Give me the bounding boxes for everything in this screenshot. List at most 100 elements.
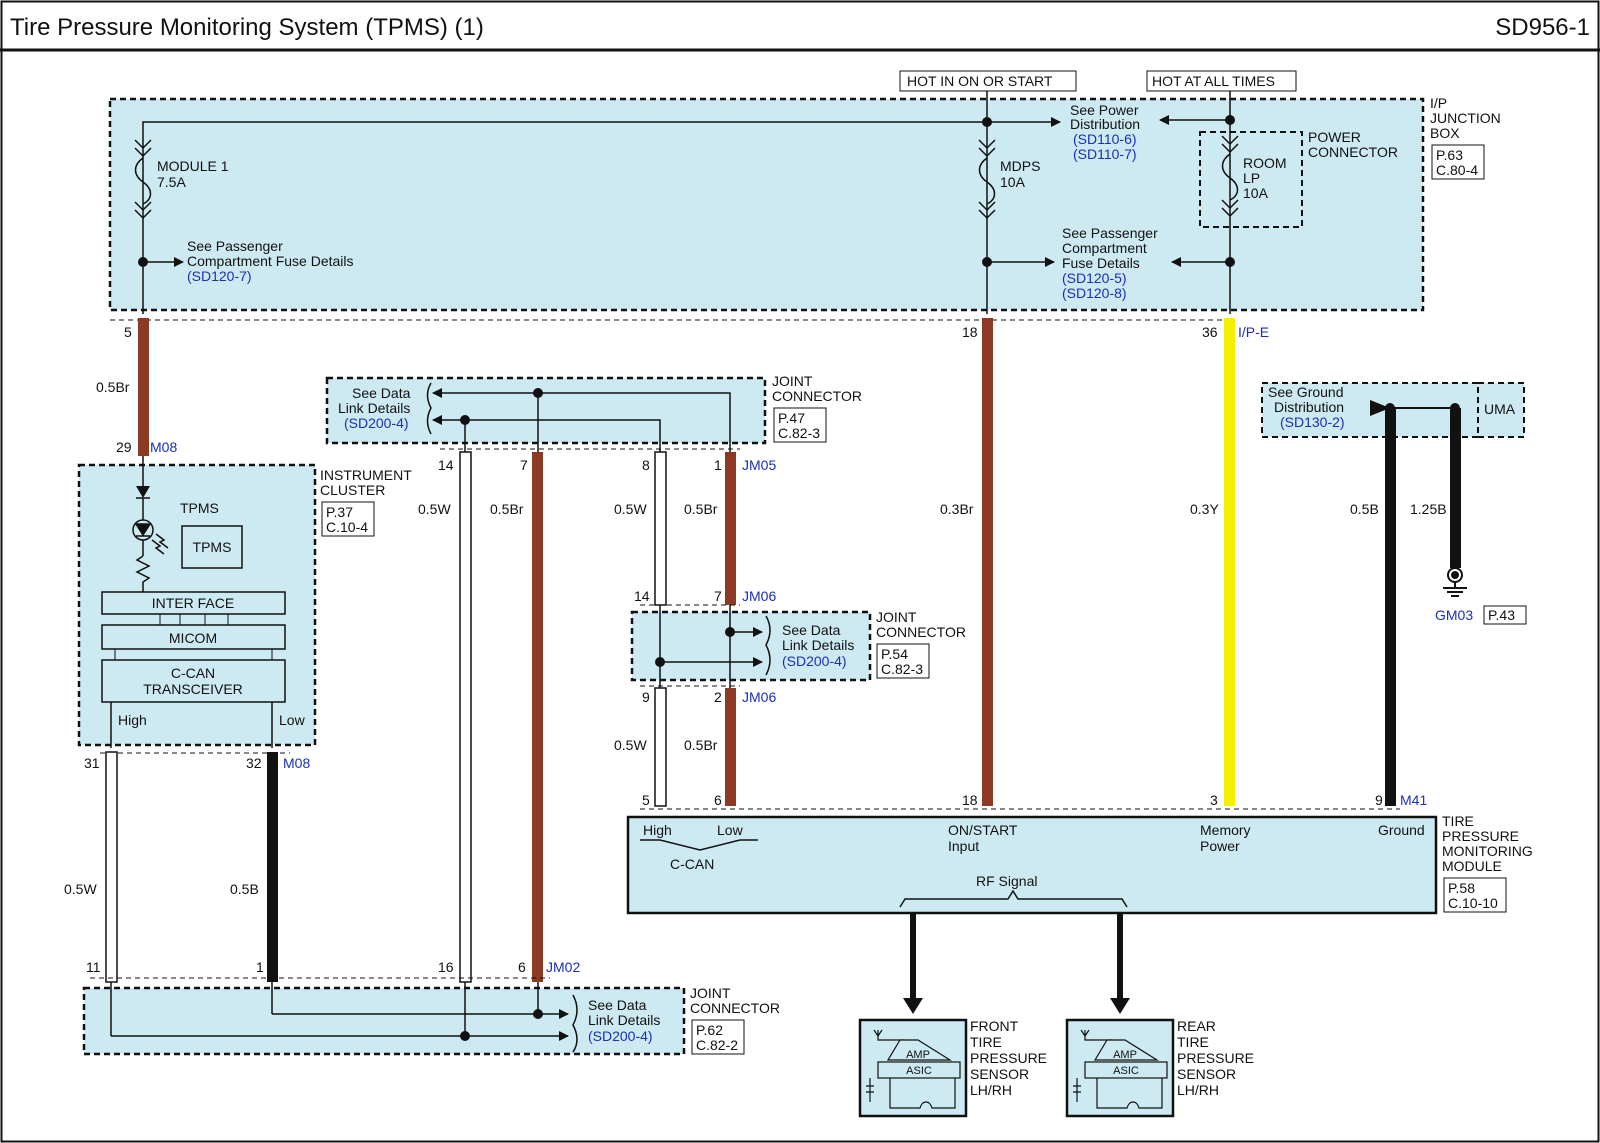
wire-label-05br-a: 0.5Br [490,501,524,517]
see-pass1-2: Compartment Fuse Details [187,253,354,269]
jc1-p-1: P.47 [778,410,805,426]
pin-18: 18 [962,324,978,340]
power-connector-1: POWER [1308,129,1361,145]
fuse3-line2: LP [1243,170,1260,186]
tpms-label: TPMS [180,500,219,516]
jc2-p-2: C.82-3 [881,661,923,677]
wire-label-05br-c: 0.5Br [684,737,718,753]
conn-m41: M41 [1400,792,1427,808]
wire-label-05w-d: 0.5W [64,881,97,897]
wire-label-05br-b: 0.5Br [684,501,718,517]
module-onstart-1: ON/START [948,822,1018,838]
wire-label-05br: 0.5Br [96,379,130,395]
ground-icon [1443,567,1467,597]
rear-tire-sensor: AMP ASIC REAR TIRE PRESSURE SENSOR LH/RH [1065,1018,1254,1118]
jc3-see-2: Link Details [588,1012,660,1028]
see-pass2-3: Fuse Details [1062,255,1140,271]
module-name-2: PRESSURE [1442,828,1519,844]
cluster-high: High [118,712,147,728]
pin-mod-18: 18 [962,792,978,808]
module-name-1: TIRE [1442,813,1474,829]
jc3-p-1: P.62 [696,1022,723,1038]
pin-jc2-7: 7 [714,588,722,604]
wire-label-05w-c: 0.5W [614,737,647,753]
joint-connector-2: See Data Link Details (SD200-4) JOINT CO… [630,604,966,688]
cluster-p-1: P.37 [326,504,353,520]
jc2-name-1: JOINT [876,609,917,625]
conn-jm02: JM02 [546,959,580,975]
pin-mod-5: 5 [642,792,650,808]
cluster-p-2: C.10-4 [326,519,368,535]
jc2-see-2: Link Details [782,637,854,653]
jc3-name-1: JOINT [690,985,731,1001]
jc3-ref: (SD200-4) [588,1028,653,1044]
see-pass2-1: See Passenger [1062,225,1158,241]
joint-connector-1: See Data Link Details (SD200-4) JOINT CO… [325,373,862,452]
wire-label-05b: 0.5B [1350,501,1379,517]
wire-label-05w-a: 0.5W [418,501,451,517]
pin-jc1-1: 1 [714,457,722,473]
wire-black-gm03 [1450,408,1461,568]
fuse-module1-icon [134,139,152,220]
front-name-2: TIRE [970,1034,1002,1050]
see-pass2-ref-2: (SD120-8) [1062,285,1127,301]
pin-jc2-9: 9 [642,689,650,705]
pin-32: 32 [246,755,262,771]
module-onstart-2: Input [948,838,979,854]
ip-box-name-3: BOX [1430,125,1460,141]
front-asic: ASIC [906,1065,932,1077]
interface-label: INTER FACE [152,595,234,611]
conn-jm06-b: JM06 [742,689,776,705]
ip-box-name-2: JUNCTION [1430,110,1501,126]
wire-label-05b-d: 0.5B [230,881,259,897]
see-power-1: See Power [1070,102,1139,118]
rear-asic: ASIC [1113,1065,1139,1077]
ground-uma: UMA [1484,401,1516,417]
pin-jc2-2: 2 [714,689,722,705]
micom-label: MICOM [169,630,217,646]
rear-amp: AMP [1113,1049,1137,1061]
pin-jc3-11: 11 [86,959,101,975]
ip-junction-box: I/P JUNCTION BOX P.63 C.80-4 POWER CONNE… [108,70,1501,340]
pin-jc1-7: 7 [520,457,528,473]
instrument-cluster: TPMS TPMS INTER FACE MICOM C-CAN TRANSCE… [77,456,412,754]
wire-black-32 [267,752,278,982]
pin-31: 31 [84,755,100,771]
front-name-5: LH/RH [970,1082,1012,1098]
conn-m08: M08 [150,439,177,455]
rear-antenna-icon [1073,1029,1168,1109]
see-pass2-2: Compartment [1062,240,1147,256]
module-ground: Ground [1378,822,1425,838]
ground-gm03: GM03 [1435,607,1473,623]
cluster-low: Low [279,712,306,728]
ground-see-2: Distribution [1274,399,1344,415]
module-ccan: C-CAN [670,856,714,872]
wire-brown-7 [532,452,543,982]
pin-jc1-8: 8 [642,457,650,473]
jc2-ref: (SD200-4) [782,653,847,669]
jc1-see-2: Link Details [338,400,410,416]
module-p-2: C.10-10 [1448,895,1498,911]
module-memory-1: Memory [1200,822,1251,838]
conn-jm06-a: JM06 [742,588,776,604]
pin-mod-3: 3 [1210,792,1218,808]
rear-name-4: SENSOR [1177,1066,1236,1082]
module-rf: RF Signal [976,873,1037,889]
jc1-name-2: CONNECTOR [772,388,862,404]
front-name-4: SENSOR [970,1066,1029,1082]
rear-name-1: REAR [1177,1018,1216,1034]
pin-29: 29 [116,439,132,455]
ground-page: P.43 [1488,607,1515,623]
jc2-see-1: See Data [782,622,841,638]
tpms-module: High Low C-CAN ON/START Input Memory Pow… [626,813,1533,915]
wire-label-03br: 0.3Br [940,501,974,517]
joint-connector-3: See Data Link Details (SD200-4) JOINT CO… [82,977,780,1056]
jc1-ref: (SD200-4) [344,415,409,431]
jc1-see-1: See Data [352,385,411,401]
fuse2-rating: 10A [1000,174,1026,190]
wire-brown-5 [138,318,149,456]
jc1-name-1: JOINT [772,373,813,389]
ground-see-1: See Ground [1268,384,1344,400]
wire-brown-18 [982,318,993,806]
cluster-name-2: CLUSTER [320,482,385,498]
